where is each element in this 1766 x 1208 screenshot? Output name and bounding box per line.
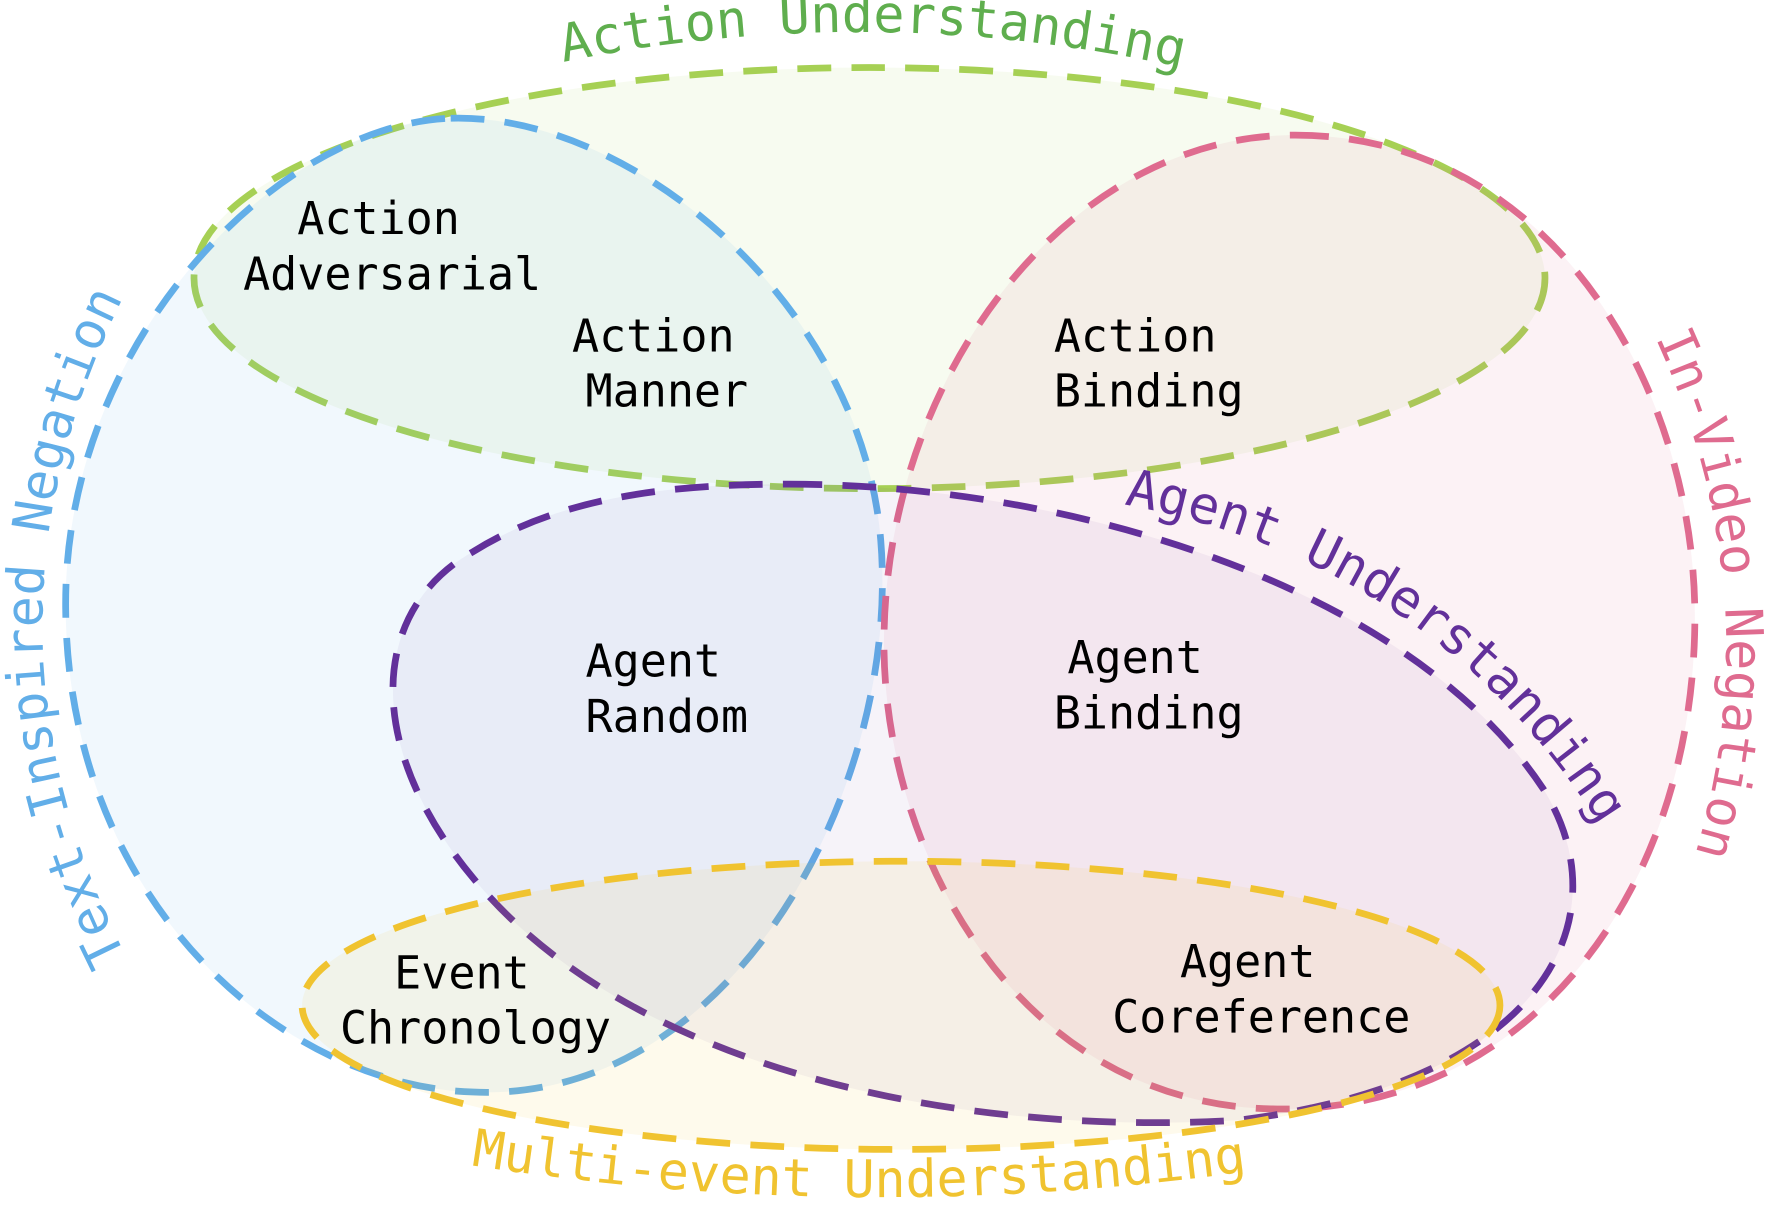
label-line: Manner: [586, 364, 749, 417]
label-line: Coreference: [1112, 990, 1410, 1043]
agent-understanding-region: [389, 480, 1577, 1127]
action-understanding-region: [190, 64, 1549, 492]
label-line: Action: [297, 192, 460, 245]
label-line: Binding: [1054, 364, 1244, 417]
agent-binding-label: Agent Binding: [1054, 631, 1244, 739]
label-line: Random: [586, 690, 749, 743]
multi-event-understanding-region: [298, 857, 1504, 1153]
event-chronology-label: Event Chronology: [340, 946, 611, 1054]
label-line: Event: [394, 946, 530, 999]
label-line: Binding: [1054, 686, 1244, 739]
label-line: Chronology: [340, 1002, 611, 1055]
action-manner-label: Action Manner: [572, 309, 762, 417]
action-adversarial-label: Action Adversarial: [243, 192, 541, 300]
in-video-negation-region: [880, 131, 1699, 1113]
label-line: Agent: [586, 635, 722, 688]
label-line: Action: [572, 309, 735, 362]
label-line: Adversarial: [243, 247, 541, 300]
agent-coreference-label: Agent Coreference: [1112, 935, 1410, 1043]
text-inspired-negation-region: [62, 114, 886, 1096]
agent-random-label: Agent Random: [586, 635, 749, 743]
action-binding-label: Action Binding: [1054, 309, 1244, 417]
label-line: Agent: [1067, 631, 1203, 684]
label-line: Action: [1054, 309, 1217, 362]
label-line: Agent: [1180, 935, 1316, 988]
